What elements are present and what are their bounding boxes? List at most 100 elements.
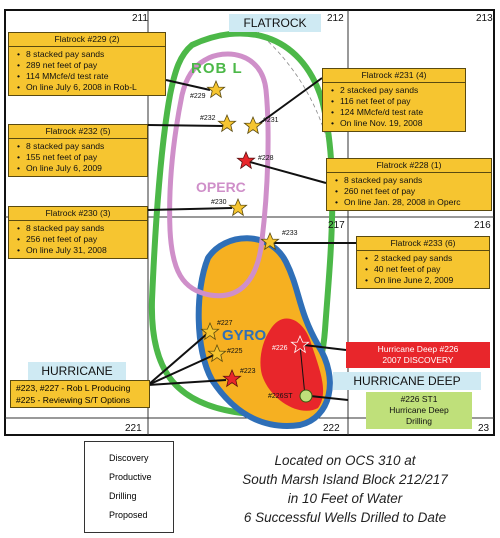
- well-label-227: #227: [217, 320, 233, 327]
- productive-star-229: [206, 79, 226, 99]
- callout-list: 2 stacked pay sands 40 net feet of pay O…: [357, 251, 489, 288]
- callout-flatrock-228: Flatrock #228 (1) 8 stacked pay sands 26…: [326, 158, 492, 211]
- well-label-223: #223: [240, 368, 256, 375]
- block-222: 222: [323, 423, 340, 434]
- callout-title: Flatrock #232 (5): [9, 125, 147, 139]
- well-label-226st: #226ST: [268, 393, 293, 400]
- callout-list: 8 stacked pay sands 256 net feet of pay …: [9, 221, 147, 258]
- callout-flatrock-231: Flatrock #231 (4) 2 stacked pay sands 11…: [322, 68, 466, 132]
- legend-drilling-label: Drilling: [109, 491, 137, 501]
- callout-list: 2 stacked pay sands 116 net feet of pay …: [323, 83, 465, 131]
- callout-title: Flatrock #233 (6): [357, 237, 489, 251]
- discovery-star-226: [290, 334, 310, 354]
- fault-line: [257, 31, 339, 201]
- block-221: 221: [125, 423, 142, 434]
- callout-item: 40 net feet of pay: [365, 264, 485, 275]
- block-211: 211: [132, 13, 148, 24]
- callout-item: 2 stacked pay sands: [365, 253, 485, 264]
- well-label-230: #230: [211, 199, 227, 206]
- summary-line: 6 Successful Wells Drilled to Date: [243, 510, 447, 525]
- drilling-box-line: Hurricane Deep: [389, 405, 449, 415]
- callout-item: On line June 2, 2009: [365, 275, 485, 286]
- well-label-231: #231: [263, 117, 279, 124]
- well-label-229: #229: [190, 93, 206, 100]
- map-legend: Discovery Productive Drilling Proposed: [84, 441, 174, 533]
- rob-l-label: ROB L: [191, 60, 243, 77]
- callout-item: 155 net feet of pay: [17, 152, 143, 163]
- flatrock-area-label: FLATROCK: [229, 14, 321, 32]
- callout-flatrock-229: Flatrock #229 (2) 8 stacked pay sands 28…: [8, 32, 166, 96]
- callout-item: 116 net feet of pay: [331, 96, 461, 107]
- callout-flatrock-230: Flatrock #230 (3) 8 stacked pay sands 25…: [8, 206, 148, 259]
- well-label-232: #232: [200, 115, 216, 122]
- summary-line: Located on OCS 310 at: [274, 453, 416, 468]
- drilling-box-line: Drilling: [406, 416, 432, 426]
- callout-item: 2 stacked pay sands: [331, 85, 461, 96]
- productive-star-231: [243, 115, 263, 135]
- discovery-box-line: 2007 DISCOVERY: [382, 355, 454, 365]
- wells: [200, 79, 313, 403]
- operc-label: OPERC: [196, 179, 246, 195]
- discovery-star-223: [222, 368, 242, 388]
- block-223: 23: [478, 423, 490, 434]
- operc-outline: [167, 51, 271, 299]
- productive-star-227: [200, 321, 220, 341]
- callout-item: On line July 6, 2009: [17, 163, 143, 174]
- productive-star-233: [260, 231, 280, 251]
- hurricane-area-label: HURRICANE: [28, 362, 126, 380]
- summary-line: in 10 Feet of Water: [287, 491, 403, 506]
- callout-item: 256 net feet of pay: [17, 234, 143, 245]
- hurricane-deep-area-label: HURRICANE DEEP: [333, 372, 481, 390]
- callout-item: On line July 31, 2008: [17, 245, 143, 256]
- callout-item: On line July 6, 2008 in Rob-L: [17, 82, 161, 93]
- hurricane-deep-zone: [260, 318, 324, 411]
- callout-item: 8 stacked pay sands: [17, 223, 143, 234]
- callout-item: 260 net feet of pay: [335, 186, 487, 197]
- well-label-226: #226: [272, 345, 288, 352]
- callout-item: 8 stacked pay sands: [335, 175, 487, 186]
- well-labels: #229 #232 #231 #228 #230 #233 #227 #225 …: [190, 93, 298, 400]
- callout-item: On line Jan. 28, 2008 in Operc: [335, 197, 487, 208]
- legend-discovery-label: Discovery: [109, 453, 149, 463]
- callout-title: Flatrock #229 (2): [9, 33, 165, 47]
- callout-flatrock-233: Flatrock #233 (6) 2 stacked pay sands 40…: [356, 236, 490, 289]
- discovery-star-228: [236, 150, 256, 170]
- well-label-233: #233: [282, 230, 298, 237]
- callout-title: Flatrock #228 (1): [327, 159, 491, 173]
- callout-item: 8 stacked pay sands: [17, 141, 143, 152]
- block-217: 217: [328, 220, 345, 231]
- block-213: 213: [476, 13, 493, 24]
- productive-star-230: [228, 197, 248, 217]
- callout-flatrock-232: Flatrock #232 (5) 8 stacked pay sands 15…: [8, 124, 148, 177]
- callout-item: 8 stacked pay sands: [17, 49, 161, 60]
- discovery-box-line: Hurricane Deep #226: [377, 344, 459, 354]
- location-summary: Located on OCS 310 at South Marsh Island…: [205, 451, 485, 527]
- callout-item: On line Nov. 19, 2008: [331, 118, 461, 129]
- drilling-box-line: #226 ST1: [400, 394, 438, 404]
- legend-productive-label: Productive: [109, 472, 152, 482]
- callout-title: Flatrock #231 (4): [323, 69, 465, 83]
- block-216: 216: [474, 220, 491, 231]
- callout-item: 124 MMcfe/d test rate: [331, 107, 461, 118]
- summary-line: South Marsh Island Block 212/217: [242, 472, 448, 487]
- callout-leaders: [147, 77, 356, 401]
- gyro-label: GYRO: [222, 327, 267, 344]
- hurricane-status-note: #223, #227 - Rob L Producing #225 - Revi…: [10, 380, 150, 408]
- hurricane-note-line: #223, #227 - Rob L Producing: [16, 383, 131, 393]
- zone-labels: ROB L OPERC GYRO: [191, 60, 267, 344]
- productive-star-232: [217, 113, 237, 133]
- well-label-228: #228: [258, 155, 274, 162]
- block-212: 212: [327, 13, 344, 24]
- callout-title: Flatrock #230 (3): [9, 207, 147, 221]
- callout-list: 8 stacked pay sands 155 net feet of pay …: [9, 139, 147, 176]
- legend-proposed-label: Proposed: [109, 510, 148, 520]
- productive-star-225: [207, 343, 227, 363]
- well-label-225: #225: [227, 348, 243, 355]
- drilling-status-box: #226 ST1 Hurricane Deep Drilling: [366, 392, 472, 429]
- callout-list: 8 stacked pay sands 260 net feet of pay …: [327, 173, 491, 210]
- drilling-well-226st1: [299, 389, 313, 403]
- callout-list: 8 stacked pay sands 289 net feet of pay …: [9, 47, 165, 95]
- hurricane-note-line: #225 - Reviewing S/T Options: [16, 395, 131, 405]
- callout-item: 289 net feet of pay: [17, 60, 161, 71]
- hurricane-deep-discovery-box: Hurricane Deep #226 2007 DISCOVERY: [346, 342, 490, 368]
